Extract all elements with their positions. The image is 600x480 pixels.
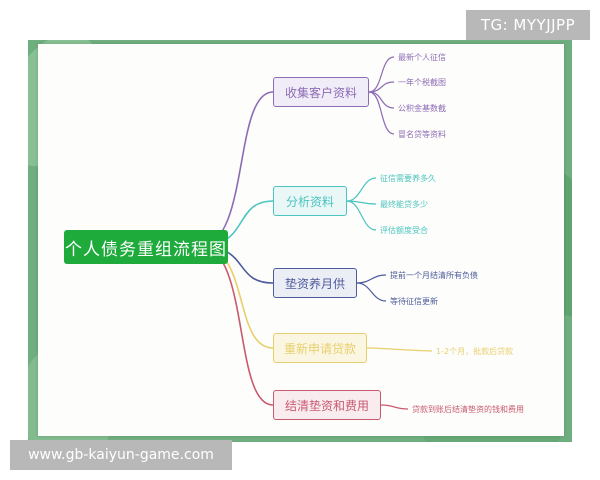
branch-node: 收集客户资料 — [273, 77, 369, 107]
leaf-item: 等待征信更新 — [390, 297, 438, 306]
leaf-connector — [368, 91, 395, 109]
leaf-item: 提前一个月结清所有负债 — [390, 271, 478, 280]
branch-connector — [199, 91, 274, 247]
leaf-connector — [380, 404, 409, 410]
watermark-top-right: TG: MYYJJPP — [466, 10, 590, 40]
leaf-item: 1-2个月，批款后贷款 — [436, 347, 514, 356]
leaf-connector — [356, 282, 387, 302]
branch-node: 结清垫资和费用 — [273, 390, 381, 420]
root-node: 个人债务重组流程图 — [64, 230, 228, 264]
leaf-item: 最终能贷多少 — [380, 200, 428, 209]
leaf-connector — [356, 274, 387, 284]
branch-node: 重新申请贷款 — [273, 333, 367, 363]
branch-connector — [199, 245, 274, 406]
leaf-connector — [346, 200, 377, 231]
leaf-item: 公积金基数截 — [398, 104, 446, 113]
leaf-connector — [366, 347, 433, 352]
leaf-item: 最新个人征信 — [398, 53, 446, 62]
leaf-item: 评估额度受合 — [380, 226, 428, 235]
watermark-bottom-left: www.gb-kaiyun-game.com — [10, 440, 232, 470]
leaf-item: 征信需要养多久 — [380, 174, 436, 183]
branch-node: 分析资料 — [273, 186, 347, 216]
leaf-item: 一年个税截图 — [398, 78, 446, 87]
leaf-connector — [368, 56, 395, 93]
leaf-connector — [368, 91, 395, 135]
leaf-item: 贷款到账后结清垫资的钱和费用 — [412, 405, 524, 414]
leaf-item: 冒名贷等资料 — [398, 130, 446, 139]
branch-node: 垫资养月供 — [273, 268, 357, 298]
leaf-connector — [346, 177, 377, 202]
